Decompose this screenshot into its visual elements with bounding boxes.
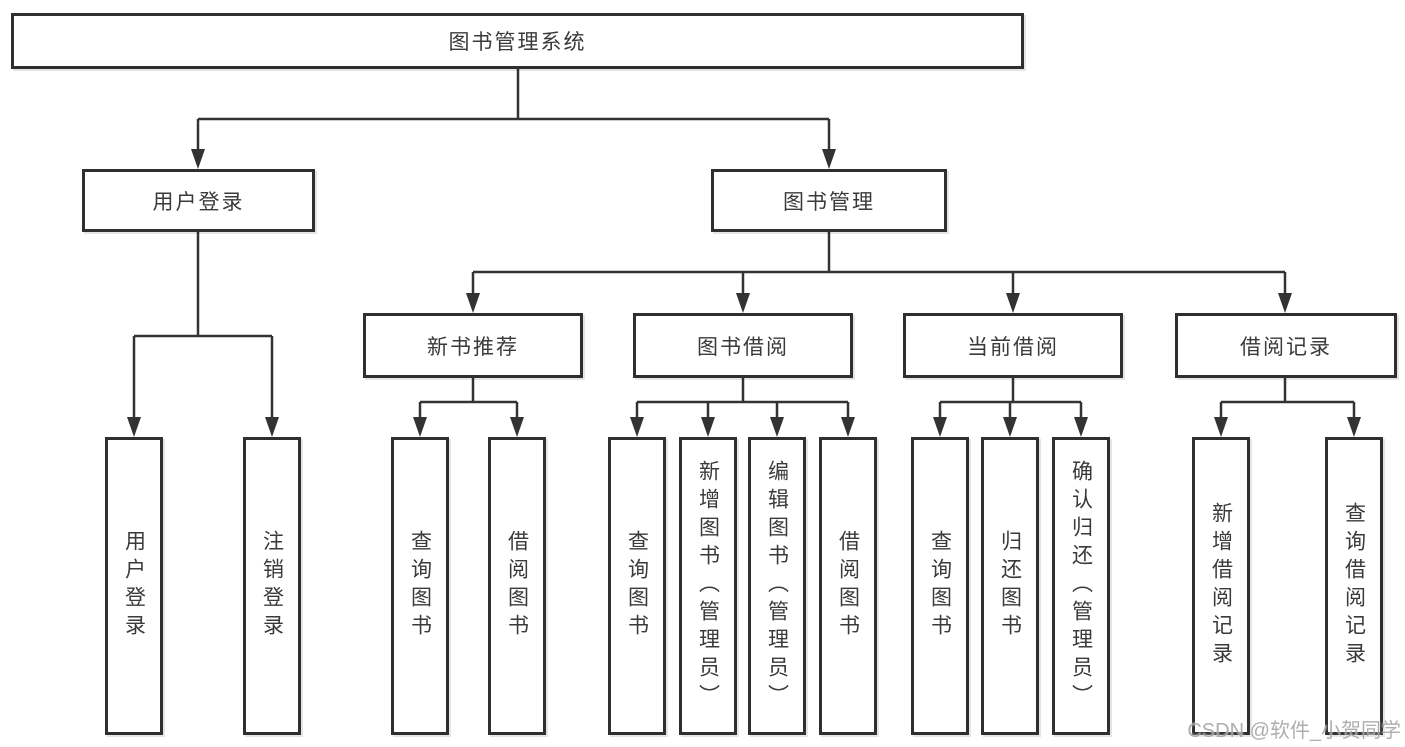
connector-book-management-branch	[471, 232, 1287, 296]
leaf-logout: 注销登录	[243, 437, 301, 735]
leaf-label: 用户登录	[122, 530, 146, 642]
node-user-login: 用户登录	[82, 169, 315, 232]
node-label: 图书借阅	[697, 335, 789, 359]
leaf-query-books-borrowing: 查询图书	[608, 437, 666, 735]
leaf-label: 借阅图书	[836, 530, 860, 642]
node-label: 图书管理	[783, 190, 875, 214]
connector-records-branch	[1219, 378, 1356, 420]
leaf-return-books: 归还图书	[981, 437, 1039, 735]
leaf-query-books-recommend: 查询图书	[391, 437, 449, 735]
leaf-label: 查询图书	[928, 530, 952, 642]
leaf-query-books-current: 查询图书	[911, 437, 969, 735]
leaf-label: 注销登录	[260, 530, 284, 642]
node-book-borrowing: 图书借阅	[633, 313, 853, 378]
leaf-label: 新增借阅记录	[1209, 502, 1233, 670]
connector-user-login-branch	[132, 232, 274, 420]
node-label: 新书推荐	[427, 335, 519, 359]
leaf-label: 新增图书（管理员）	[696, 460, 720, 712]
connector-recommendation-branch	[418, 378, 519, 420]
leaf-confirm-return-admin: 确认归还（管理员）	[1052, 437, 1110, 735]
node-label: 当前借阅	[967, 335, 1059, 359]
node-book-management: 图书管理	[711, 169, 947, 232]
csdn-watermark: CSDN @软件_小贺同学	[1187, 720, 1401, 742]
node-label: 图书管理系统	[448, 31, 587, 54]
leaf-borrow-books: 借阅图书	[819, 437, 877, 735]
node-current-borrowing: 当前借阅	[903, 313, 1123, 378]
connector-current-borrowing-branch	[938, 378, 1083, 420]
leaf-edit-books-admin: 编辑图书（管理员）	[748, 437, 806, 735]
leaf-label: 归还图书	[998, 530, 1022, 642]
leaf-query-borrow-record: 查询借阅记录	[1325, 437, 1383, 735]
leaf-add-borrow-record: 新增借阅记录	[1192, 437, 1250, 735]
leaf-label: 查询图书	[408, 530, 432, 642]
node-borrowing-records: 借阅记录	[1175, 313, 1397, 378]
node-new-book-recommendation: 新书推荐	[363, 313, 583, 378]
connector-borrowing-branch	[635, 378, 850, 420]
leaf-label: 查询图书	[625, 530, 649, 642]
leaf-add-books-admin: 新增图书（管理员）	[679, 437, 737, 735]
node-label: 借阅记录	[1240, 335, 1332, 359]
leaf-label: 确认归还（管理员）	[1069, 460, 1093, 712]
leaf-label: 借阅图书	[505, 530, 529, 642]
node-label: 用户登录	[152, 190, 245, 214]
leaf-borrow-books-recommend: 借阅图书	[488, 437, 546, 735]
leaf-label: 查询借阅记录	[1342, 502, 1366, 670]
leaf-label: 编辑图书（管理员）	[765, 460, 789, 712]
leaf-user-login: 用户登录	[105, 437, 163, 735]
connector-root-branch	[196, 69, 831, 152]
node-library-management-system: 图书管理系统	[11, 13, 1024, 69]
